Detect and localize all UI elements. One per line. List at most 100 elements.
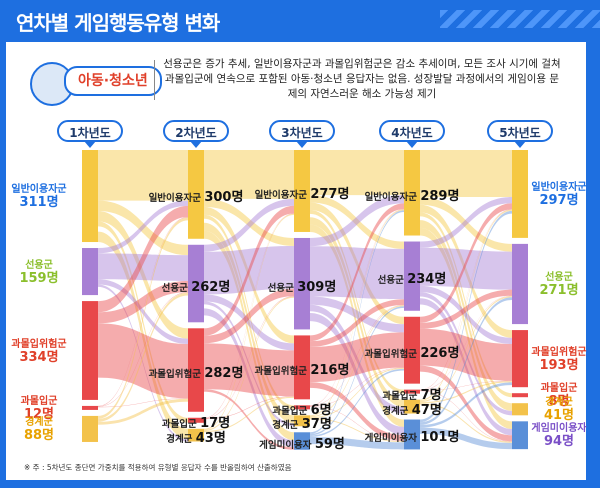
- flow-ribbon: [98, 398, 188, 408]
- flow-ribbon: [310, 209, 404, 406]
- node-bar: [82, 301, 98, 400]
- flow-ribbon: [310, 195, 404, 247]
- flow-ribbon: [310, 304, 404, 414]
- flow-ribbon: [420, 292, 512, 416]
- node-count: 59명: [314, 437, 345, 452]
- flow-ribbon: [204, 230, 294, 441]
- flow-ribbon: [204, 296, 294, 419]
- node-label: 게임미이용자 101명: [360, 426, 464, 445]
- node-name: 일반이용자군: [531, 181, 587, 193]
- node-name: 과몰입위험군: [254, 366, 311, 378]
- node-count: 8명: [548, 394, 570, 410]
- flow-ribbon: [98, 205, 188, 313]
- title-decoration: [440, 10, 600, 28]
- node-label: 선용군 262명: [144, 276, 248, 295]
- node-bar: [404, 150, 420, 236]
- flow-ribbon: [420, 380, 512, 391]
- node-count: 7명: [420, 387, 442, 403]
- flow-ribbon: [420, 381, 512, 404]
- node-name: 선용군: [267, 282, 298, 294]
- flow-ribbon: [310, 246, 404, 300]
- flow-ribbon: [310, 312, 404, 436]
- node-count: 43명: [195, 431, 226, 447]
- node-bar: [404, 316, 420, 384]
- node-count: 17명: [200, 416, 231, 432]
- flow-ribbon: [204, 301, 294, 427]
- flow-ribbon: [98, 279, 188, 344]
- flow-ribbon: [420, 227, 512, 430]
- node-name: 게임미이용자: [531, 423, 587, 435]
- node-label: 게임미이용자 59명: [250, 433, 354, 452]
- node-count: 289명: [420, 188, 460, 204]
- node-count: 297명: [539, 192, 579, 208]
- flow-ribbon: [420, 289, 512, 329]
- year-arrow-icon: [190, 141, 202, 148]
- node-count: 234명: [407, 272, 447, 288]
- node-count: 47명: [411, 402, 442, 418]
- node-bar: [294, 335, 310, 400]
- flow-ribbon: [310, 368, 404, 437]
- node-name: 경계군: [545, 397, 573, 409]
- footnote: ※ 주 : 5차년도 종단면 가중치를 적용하여 유형별 응답자 수를 반올림하…: [24, 463, 292, 472]
- year-arrow-icon: [406, 141, 418, 148]
- flow-ribbon: [420, 150, 512, 198]
- node-count: 159명: [19, 270, 59, 286]
- node-name: 과몰입위험군: [364, 349, 421, 361]
- flow-ribbon: [420, 296, 512, 403]
- node-bar: [512, 330, 528, 388]
- node-name: 일반이용자군: [254, 189, 311, 201]
- flow-ribbon: [98, 200, 188, 256]
- node-name: 과몰입군: [161, 419, 201, 431]
- flow-ribbon: [98, 292, 188, 422]
- node-bar: [188, 417, 204, 423]
- flow-ribbon: [204, 396, 294, 420]
- flow-ribbon: [98, 281, 188, 324]
- flow-ribbon: [420, 209, 512, 401]
- flow-ribbon: [310, 306, 404, 436]
- flow-ribbon: [204, 198, 294, 252]
- flow-ribbon: [204, 213, 294, 430]
- flow-ribbon: [204, 396, 294, 433]
- flow-ribbon: [98, 210, 188, 339]
- node-bar: [82, 415, 98, 442]
- flow-ribbon: [204, 214, 294, 410]
- node-count: 282명: [204, 366, 244, 382]
- flow-ribbon: [98, 398, 188, 425]
- info-divider: [154, 60, 155, 100]
- node-bar: [294, 432, 310, 450]
- flow-ribbon: [98, 217, 188, 407]
- node-bar: [512, 421, 528, 450]
- node-name: 게임미이용자: [259, 440, 315, 451]
- flow-ribbon: [204, 343, 294, 397]
- flow-ribbon: [204, 294, 294, 351]
- summary-text: 선용군은 증가 추세, 일반이용자군과 과몰입위험군은 감소 추세이며, 모든 …: [163, 58, 561, 100]
- node-label: 경계군 37명: [250, 413, 354, 432]
- node-bar: [404, 241, 420, 311]
- flow-ribbon: [420, 247, 512, 290]
- node-bar: [188, 150, 204, 239]
- node-name: 경계군: [382, 405, 412, 417]
- node-count: 101명: [420, 430, 460, 446]
- node-count: 300명: [204, 190, 244, 206]
- flow-ribbon: [310, 367, 404, 407]
- node-count: 277명: [310, 186, 350, 202]
- left-border: [0, 42, 6, 482]
- flow-ribbon: [204, 389, 294, 450]
- flow-ribbon: [420, 209, 512, 391]
- flow-ribbon: [420, 365, 512, 442]
- node-count: 37명: [301, 416, 332, 432]
- node-bar: [512, 150, 528, 238]
- node-label: 과몰입위험군 216명: [250, 359, 354, 378]
- flow-ribbon: [98, 253, 188, 282]
- flow-ribbon: [310, 436, 404, 450]
- node-bar: [294, 415, 310, 427]
- flow-ribbon: [98, 284, 188, 442]
- flow-ribbon: [310, 203, 404, 342]
- node-count: 262명: [191, 279, 231, 295]
